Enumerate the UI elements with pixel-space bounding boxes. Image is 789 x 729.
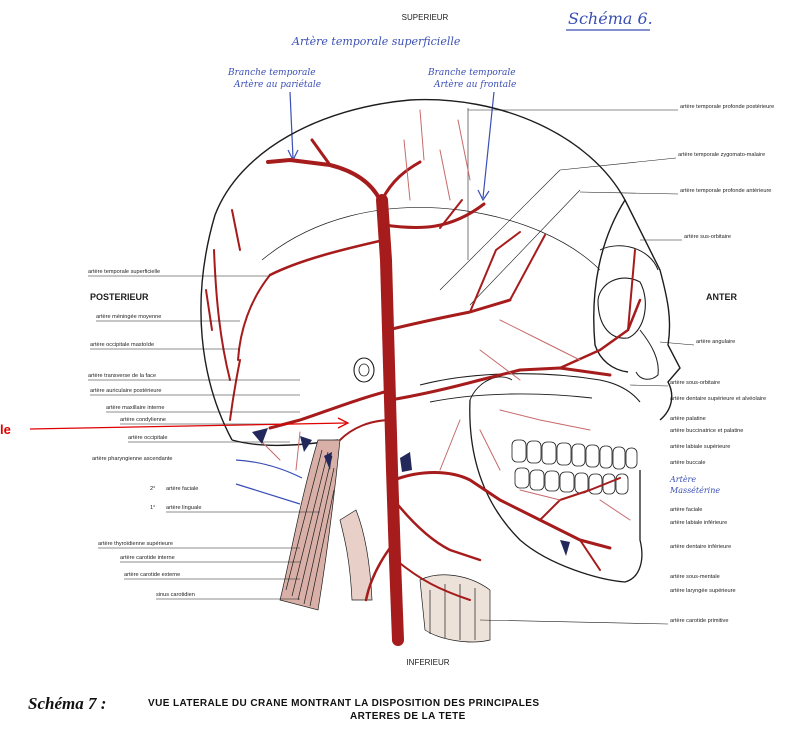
label-occipitale: artère occipitale xyxy=(128,435,168,441)
label-carotide-externe: artère carotide externe xyxy=(124,572,180,578)
left-labels: artère temporale superficielle artère mé… xyxy=(88,269,320,600)
right-branch-note-2: Artère au frontale xyxy=(433,79,516,90)
red-annotation-arrow xyxy=(29,417,350,430)
label-labiale-superieure: artère labiale supérieure xyxy=(670,444,730,450)
label-carotide-interne: artère carotide interne xyxy=(120,555,175,561)
label-meningee-moyenne: artère méningée moyenne xyxy=(96,314,161,320)
label-buccinatrice: artère buccinatrice et palatine xyxy=(670,428,743,434)
label-carotide-primitive: artère carotide primitive xyxy=(670,618,728,624)
blue-pointer-arrows xyxy=(235,91,495,505)
label-faciale-left: artère faciale xyxy=(166,486,198,492)
label-auriculaire-posterieure: artère auriculaire postérieure xyxy=(90,388,162,394)
label-pharyngienne-ascendante: artère pharyngienne ascendante xyxy=(92,456,173,462)
label-dentaire-inferieure: artère dentaire inférieure xyxy=(670,544,731,550)
orientation-front: ANTER xyxy=(706,292,737,302)
label-laryngee-superieure: artère laryngée supérieure xyxy=(670,588,736,594)
orientation-back: POSTERIEUR xyxy=(90,292,149,302)
label-occipitale-mastoide: artère occipitale mastoïde xyxy=(90,342,154,348)
label-sus-orbitaire: artère sus-orbitaire xyxy=(684,234,731,240)
label-sous-orbitaire: artère sous-orbitaire xyxy=(670,380,720,386)
right-branch-note-1: Branche temporale xyxy=(427,68,516,78)
label-prefix-linguale: 1° xyxy=(150,505,155,511)
right-labels: artère temporale profonde postérieure ar… xyxy=(468,104,774,625)
label-palatine: artère palatine xyxy=(670,416,706,422)
caption-line-1: VUE LATERALE DU CRANE MONTRANT LA DISPOS… xyxy=(148,698,540,709)
left-branch-note-1: Branche temporale xyxy=(227,68,316,78)
schema-number-note: Schéma 6. xyxy=(568,9,653,28)
label-condylienne: artère condylienne xyxy=(120,417,166,423)
figure-caption: Schéma 7 : VUE LATERALE DU CRANE MONTRAN… xyxy=(28,694,768,724)
caption-lead: Schéma 7 : xyxy=(28,694,107,713)
orientation-bottom: INFERIEUR xyxy=(406,658,449,667)
label-temporale-profonde-posterieure: artère temporale profonde postérieure xyxy=(680,104,774,110)
label-angulaire: artère angulaire xyxy=(696,339,735,345)
label-thyroidienne-superieure: artère thyroïdienne supérieure xyxy=(98,541,173,547)
dark-veins xyxy=(252,428,570,556)
arterial-fine-branches xyxy=(259,109,631,521)
orientation-top: SUPERIEUR xyxy=(402,13,449,22)
skull-outline xyxy=(200,98,681,583)
label-sinus-carotidien: sinus carotidien xyxy=(156,592,195,598)
label-faciale-right: artère faciale xyxy=(670,507,702,513)
label-labiale-inferieure: artère labiale inférieure xyxy=(670,520,727,526)
label-sous-mentale: artère sous-mentale xyxy=(670,574,720,580)
masseter-note-1: Artère xyxy=(669,475,696,484)
label-linguale: artère linguale xyxy=(166,505,201,511)
temporal-title-note: Artère temporale superficielle xyxy=(291,35,461,48)
label-temporale-zygomato-malaire: artère temporale zygomato-malaire xyxy=(678,152,765,158)
label-temporale-profonde-anterieure: artère temporale profonde antérieure xyxy=(680,188,771,194)
label-maxillaire-interne: artère maxillaire interne xyxy=(106,405,164,411)
caption-line-2: ARTERES DE LA TETE xyxy=(350,711,466,722)
masseter-note-2: Massétérine xyxy=(669,486,720,495)
left-branch-note-2: Artère au pariétale xyxy=(233,79,321,90)
label-buccale: artère buccale xyxy=(670,460,705,466)
label-temporale-superficielle: artère temporale superficielle xyxy=(88,269,160,275)
label-dentaire-superieure: artère dentaire supérieure et alvéolaire xyxy=(670,396,766,402)
label-prefix-faciale: 2° xyxy=(150,486,155,492)
label-transverse-face: artère transverse de la face xyxy=(88,373,156,379)
left-margin-fragment: le xyxy=(0,422,11,437)
teeth xyxy=(511,439,638,495)
arterial-tree xyxy=(205,138,642,646)
neck-muscles xyxy=(279,439,491,643)
